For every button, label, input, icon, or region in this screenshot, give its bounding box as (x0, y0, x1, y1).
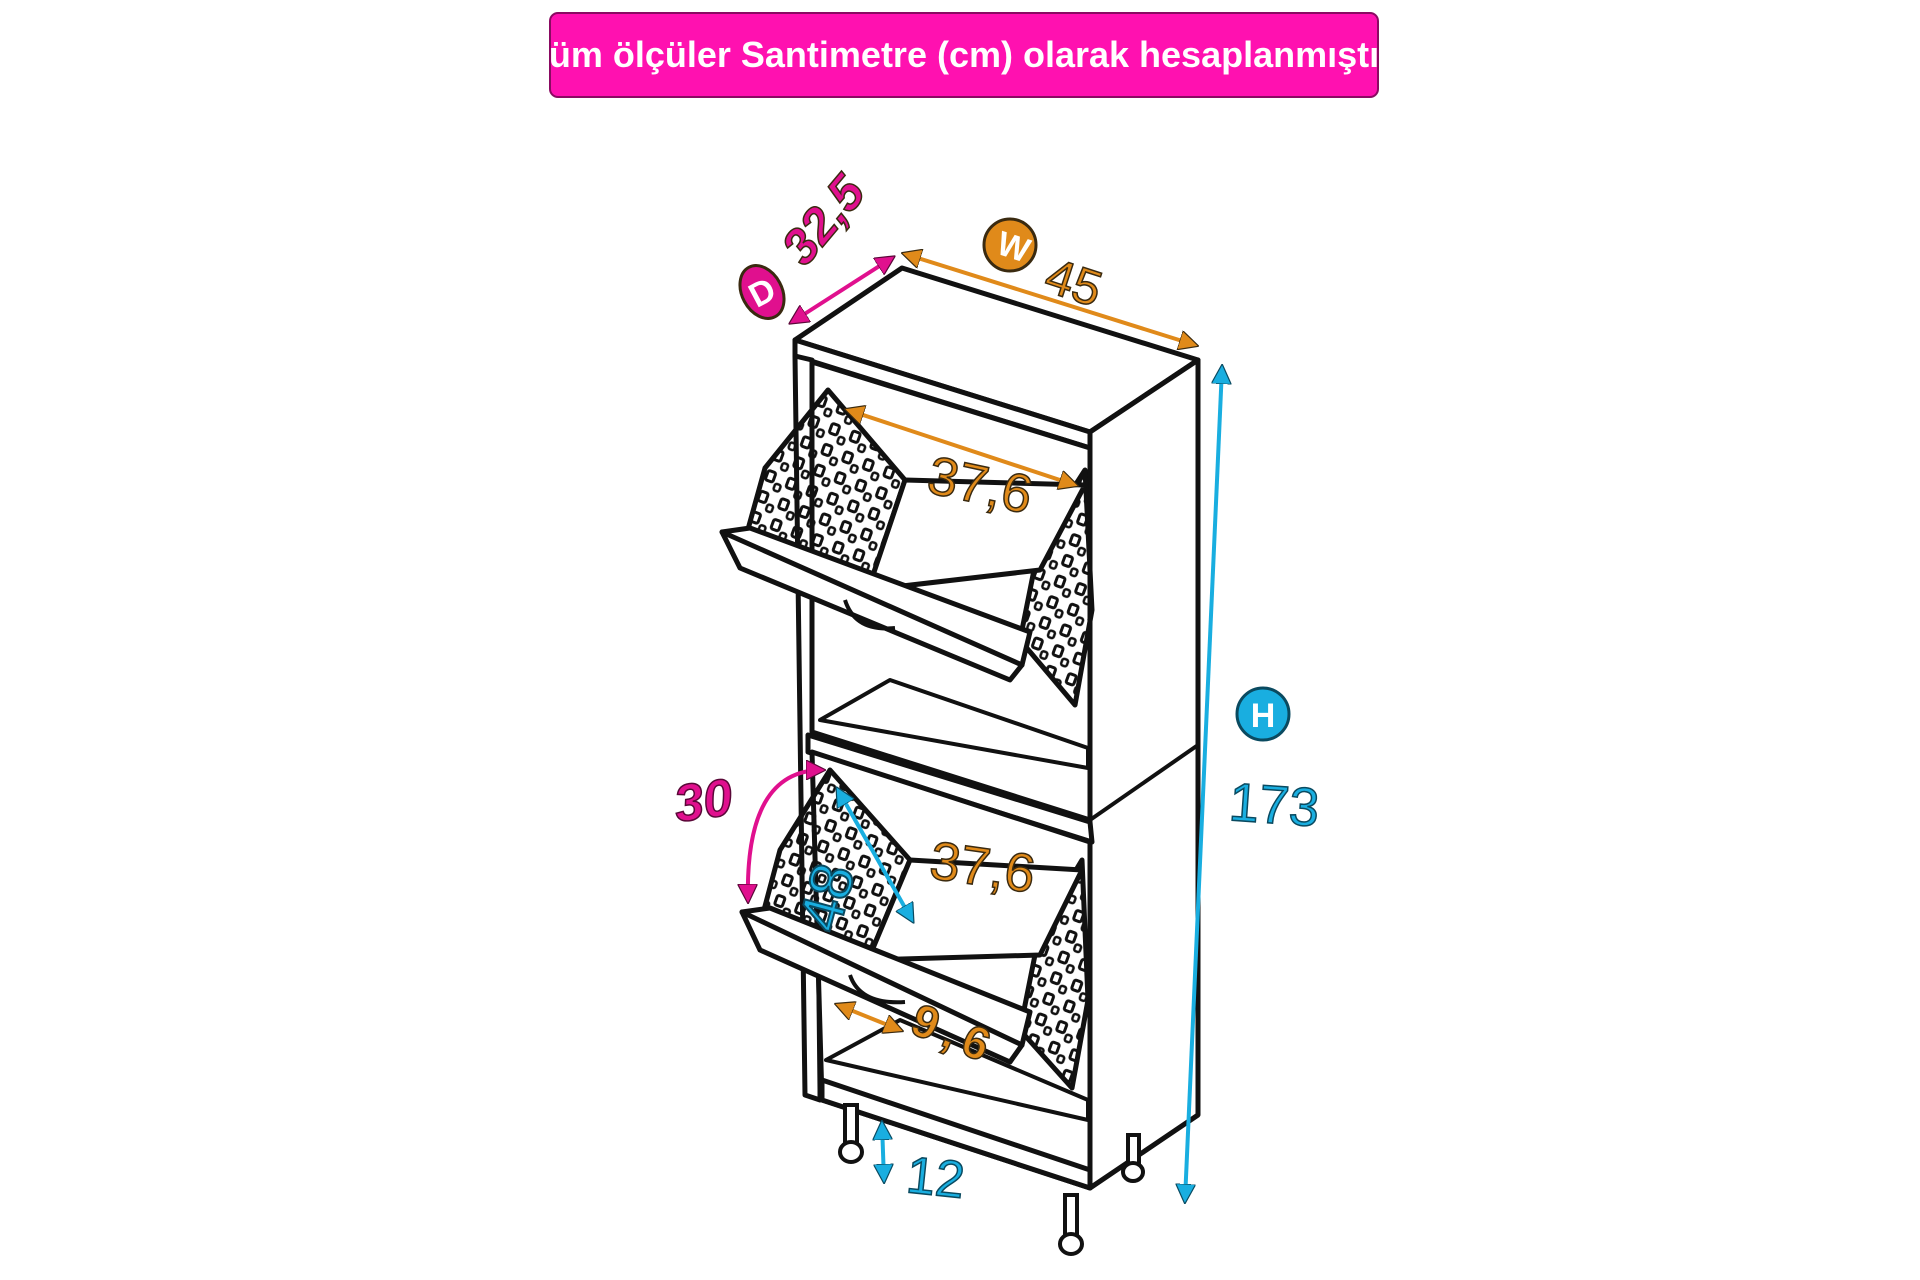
handle-width-arrow (838, 1005, 900, 1030)
inner-width-top-arrow (848, 410, 1075, 485)
height-arrow (1185, 368, 1222, 1200)
bottom-shelf (819, 1077, 1093, 1191)
lower-flap-front (739, 909, 1025, 1065)
flap-angle-value: 30 (671, 768, 736, 833)
width-arrow (905, 254, 1195, 345)
units-note: ( Tüm ölçüler Santimetre (cm) olarak hes… (504, 34, 1424, 75)
depth-badge-circle (738, 264, 786, 320)
width-value: 45 (1039, 247, 1109, 317)
height-dimension: H 173 (1185, 368, 1322, 1200)
legs (838, 1103, 1145, 1256)
upper-open-shelf (818, 678, 1090, 770)
upper-bin-floor (865, 477, 1088, 593)
leg-height-arrow (882, 1124, 884, 1180)
leg-height-value: 12 (904, 1146, 968, 1210)
height-value: 173 (1227, 772, 1321, 838)
leg-front-left (838, 1103, 864, 1164)
flap-angle-dimension: 30 (670, 768, 822, 900)
upper-flap-front (719, 529, 1025, 683)
flap-angle-arrow (748, 770, 822, 900)
flap-depth-arrow (838, 790, 912, 920)
leg-front-right (1058, 1193, 1084, 1256)
height-badge-circle (1235, 686, 1291, 742)
leg-height-dimension: 12 (882, 1124, 968, 1211)
width-badge-circle (982, 217, 1038, 273)
height-badge-letter: H (1251, 697, 1276, 735)
units-banner: ( Tüm ölçüler Santimetre (cm) olarak hes… (505, 12, 1423, 98)
depth-value: 32,5 (771, 164, 877, 275)
cabinet-right-side (1087, 357, 1201, 1191)
depth-arrow (792, 258, 892, 322)
leg-back-right (1121, 1133, 1145, 1183)
upper-handle (843, 599, 896, 631)
